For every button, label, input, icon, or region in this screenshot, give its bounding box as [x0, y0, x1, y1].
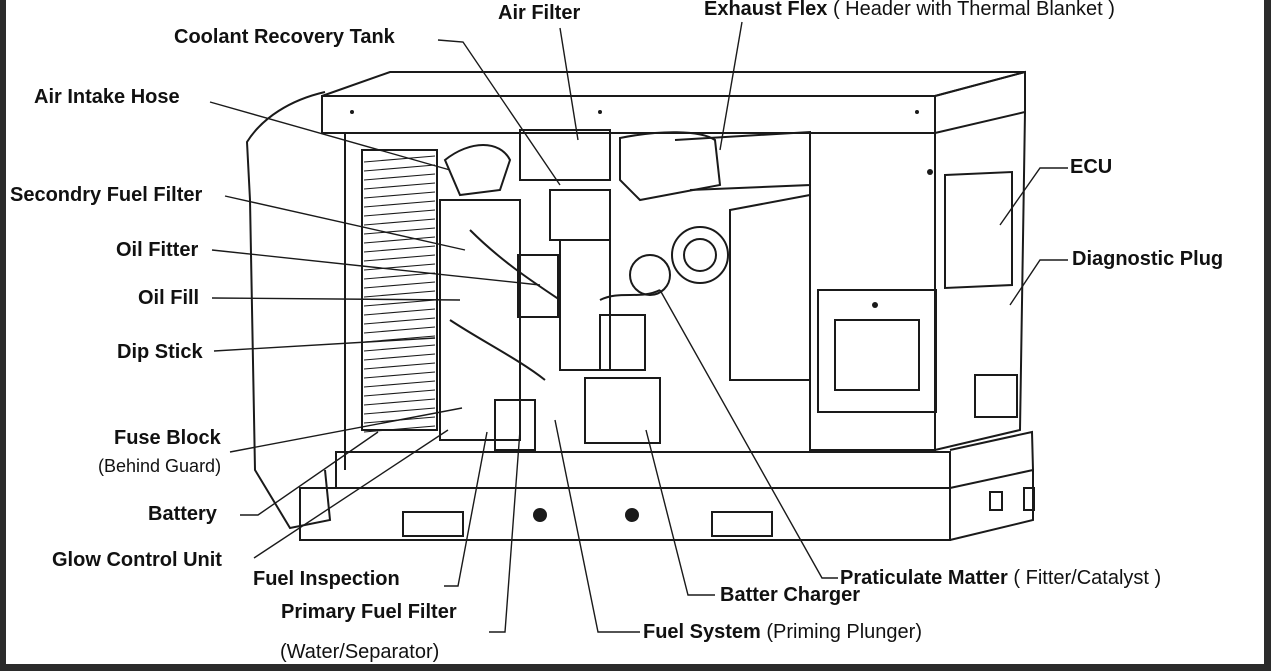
- leader-air-intake: [209, 101, 451, 171]
- radiator-fin: [363, 209, 436, 217]
- label-oil-fill: Oil Fill: [138, 287, 200, 309]
- radiator-fin: [363, 299, 436, 307]
- label-batter-charger: Batter Charger: [720, 584, 861, 606]
- leader-batter-charger: [645, 429, 715, 596]
- label-glow-control-unit: Glow Control Unit: [52, 549, 222, 571]
- radiator-fin: [363, 326, 436, 334]
- frame-right-edge: [1264, 0, 1271, 671]
- frame-left-edge: [0, 0, 6, 671]
- label-ecu: ECU: [1070, 156, 1113, 178]
- radiator-fin: [363, 380, 436, 388]
- label-primary-fuel-filter: Primary Fuel Filter: [281, 601, 457, 623]
- radiator-fin: [363, 173, 436, 181]
- label-air-filter: Air Filter: [498, 2, 581, 24]
- label-oil-filter: Oil Fitter: [116, 239, 199, 261]
- radiator-fin: [363, 353, 436, 361]
- radiator-fin: [363, 317, 436, 325]
- leader-lines: [209, 21, 1068, 633]
- radiator-fin: [363, 164, 436, 172]
- label-air-intake-hose: Air Intake Hose: [34, 86, 180, 108]
- radiator-fin: [363, 272, 436, 280]
- leader-coolant-tank: [437, 39, 561, 186]
- leader-particulate: [659, 289, 838, 579]
- radiator-fin: [363, 281, 436, 289]
- leader-diagnostic: [1009, 259, 1068, 306]
- radiator-fin: [363, 389, 436, 397]
- engine-block: [439, 129, 811, 451]
- leader-oil-filter: [211, 249, 541, 286]
- radiator-fin: [363, 407, 436, 415]
- frame-bottom-edge: [0, 664, 1271, 671]
- label-particulate-matter: Praticulate Matter ( Fitter/Catalyst ): [840, 567, 1162, 589]
- radiator-fin: [363, 227, 436, 235]
- leader-oil-fill: [211, 297, 461, 301]
- label-dip-stick: Dip Stick: [117, 341, 203, 363]
- label-primary-fuel-filter-note: (Water/Separator): [280, 641, 440, 663]
- radiator-fin: [363, 263, 436, 271]
- label-fuel-inspection: Fuel Inspection: [253, 568, 400, 590]
- label-diagnostic-plug: Diagnostic Plug: [1072, 248, 1224, 270]
- label-fuel-system: Fuel System (Priming Plunger): [643, 621, 922, 643]
- radiator-fin: [363, 398, 436, 406]
- radiator-fin: [363, 218, 436, 226]
- leader-secondary-fuel-filter: [224, 195, 466, 251]
- radiator-fin: [363, 362, 436, 370]
- leader-glow-control: [253, 429, 449, 559]
- leader-ecu: [999, 167, 1068, 226]
- label-battery: Battery: [148, 503, 217, 525]
- radiator-fin: [363, 308, 436, 316]
- leader-exhaust-flex: [719, 21, 743, 151]
- radiator-fin: [363, 191, 436, 199]
- leader-battery: [240, 431, 379, 516]
- radiator-fin: [363, 425, 436, 433]
- radiator-fin: [363, 245, 436, 253]
- radiator-fin: [363, 182, 436, 190]
- label-secondary-fuel-filter: Secondry Fuel Filter: [10, 184, 203, 206]
- label-fuse-block-note: (Behind Guard): [98, 456, 222, 476]
- radiator-fins: [363, 155, 436, 433]
- leader-dip-stick: [213, 337, 436, 352]
- radiator-fin: [363, 371, 436, 379]
- radiator-fin: [363, 290, 436, 298]
- leader-fuse-block: [229, 407, 463, 453]
- label-fuse-block: Fuse Block: [114, 427, 221, 449]
- housing-bolts: [350, 110, 933, 522]
- radiator-fin: [363, 200, 436, 208]
- leader-fuel-system: [554, 419, 640, 633]
- leader-fuel-inspection: [444, 431, 488, 587]
- radiator-fin: [363, 236, 436, 244]
- leader-primary-fuel-filter: [489, 429, 521, 633]
- generator-housing: [245, 70, 1035, 541]
- label-exhaust-flex: Exhaust Flex ( Header with Thermal Blank…: [704, 0, 1115, 20]
- leader-air-filter: [559, 27, 579, 141]
- label-coolant-recovery-tank: Coolant Recovery Tank: [174, 26, 395, 48]
- radiator-fin: [363, 254, 436, 262]
- radiator-fin: [363, 344, 436, 352]
- radiator-fin: [363, 155, 436, 163]
